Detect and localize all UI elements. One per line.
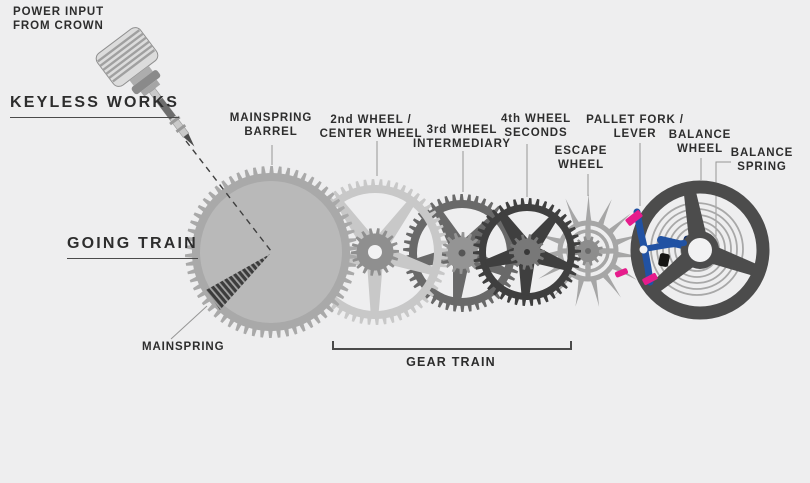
label-third-wheel: 3rd WHEEL INTERMEDIARY	[413, 124, 511, 151]
leader-mainspring	[170, 305, 208, 340]
label-escape-wheel: ESCAPE WHEEL	[554, 145, 608, 172]
fourth-wheel-gear	[473, 198, 581, 306]
winding-stem-dashed-line	[185, 140, 272, 252]
crown-flutes	[97, 29, 156, 83]
label-power-input: POWER INPUT FROM CROWN	[13, 6, 105, 33]
label-mainspring-barrel: MAINSPRING BARREL	[229, 112, 313, 139]
mainspring-barrel-gear	[185, 166, 357, 338]
label-balance-wheel: BALANCE WHEEL	[668, 129, 732, 156]
gear-train-bracket	[332, 341, 572, 350]
leader-lines	[170, 141, 731, 340]
pallet-fork-lever	[625, 208, 687, 286]
crown-and-stem-illustration	[95, 27, 195, 147]
label-second-wheel: 2nd WHEEL / CENTER WHEEL	[319, 114, 423, 141]
second-center-wheel-gear	[302, 179, 448, 325]
label-mainspring: MAINSPRING	[142, 341, 225, 353]
label-going-train: GOING TRAIN	[67, 234, 198, 259]
label-pallet-fork: PALLET FORK / LEVER	[586, 114, 684, 141]
label-keyless-works: KEYLESS WORKS	[10, 93, 180, 118]
label-gear-train: GEAR TRAIN	[406, 355, 496, 369]
label-balance-spring: BALANCE SPRING	[730, 147, 794, 174]
balance-wheel-and-spring	[614, 180, 770, 320]
leader-balance-spring	[715, 161, 731, 237]
label-fourth-wheel: 4th WHEEL SECONDS	[500, 113, 572, 140]
